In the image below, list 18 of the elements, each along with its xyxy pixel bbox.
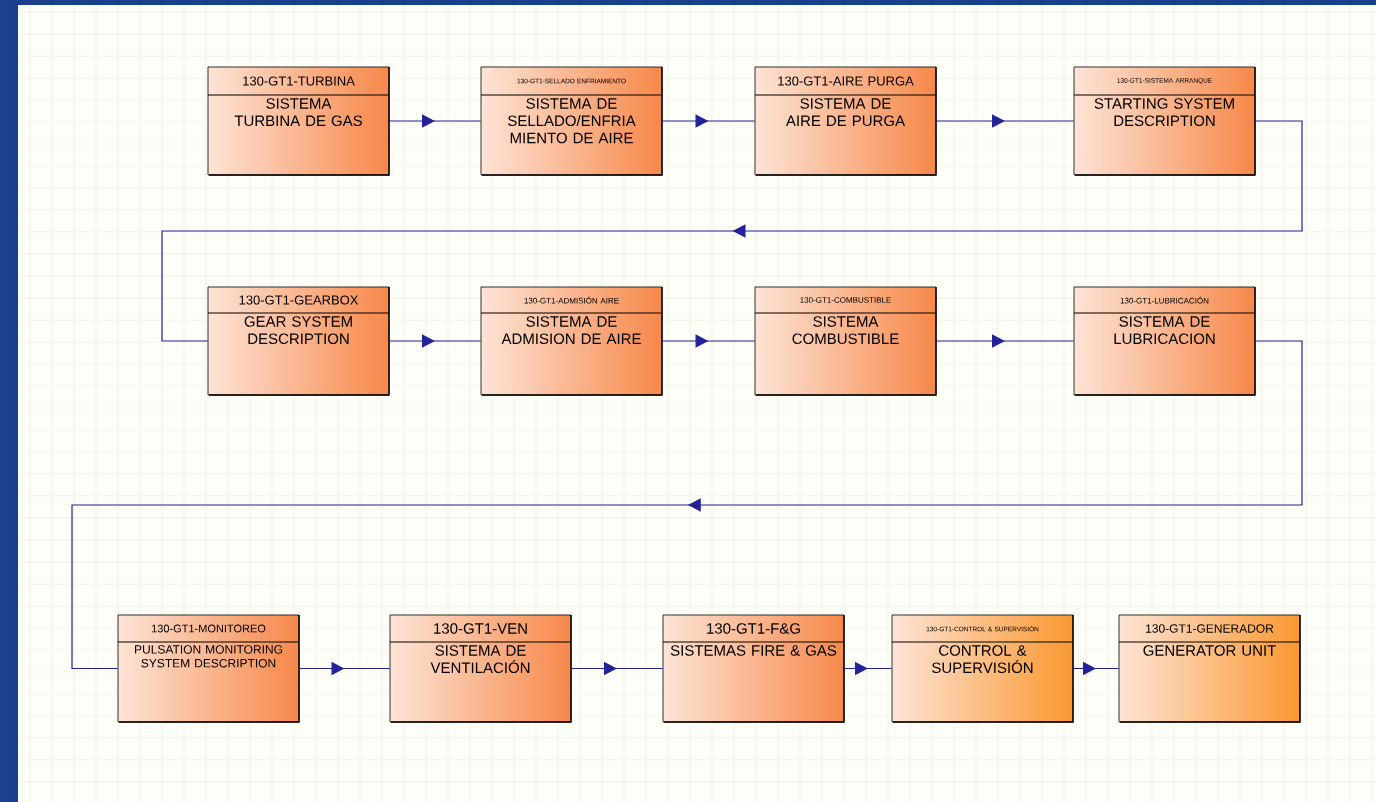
process-box: 130-GT1-GENERADOR GENERATOR UNIT: [1118, 614, 1301, 723]
process-box: 130-GT1-GEARBOX GEAR SYSTEM DESCRIPTION: [207, 286, 390, 396]
arrow: [161, 120, 1303, 342]
process-box: 130-GT1-VEN SISTEMA DE VENTILACIÓN: [389, 614, 572, 723]
process-box: 130-GT1-LUBRICACIÓN SISTEMA DE LUBRICACION: [1073, 286, 1256, 396]
arrow: [388, 114, 482, 128]
arrow: [935, 334, 1075, 348]
process-box: 130-GT1-ADMISIÓN AIRE SISTEMA DE ADMISION DE AIRE: [480, 286, 663, 396]
process-box: 130-GT1-MONITOREO PULSATION MONITORING SYSTEM DESCRIPTION: [117, 614, 300, 723]
process-box: 130-GT1-TURBINA SISTEMA TURBINA DE GAS: [207, 66, 390, 176]
arrow: [661, 114, 756, 128]
arrow: [388, 334, 482, 348]
process-box: 130-GT1-COMBUSTIBLE SISTEMA COMBUSTIBLE: [754, 286, 937, 396]
arrow: [935, 114, 1075, 128]
arrow: [661, 334, 756, 348]
process-box: 130-GT1-F&G SISTEMAS FIRE & GAS: [662, 614, 845, 723]
process-box: 130-GT1-AIRE PURGA SISTEMA DE AIRE DE PURGA: [754, 66, 937, 176]
arrow: [71, 340, 1303, 670]
